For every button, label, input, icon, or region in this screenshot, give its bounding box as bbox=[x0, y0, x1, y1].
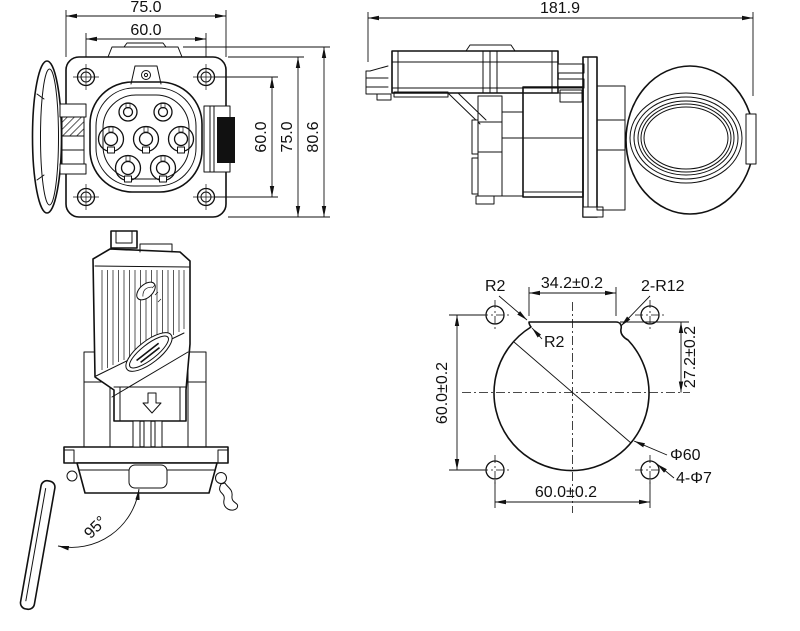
plug-open-view: 95° bbox=[19, 230, 239, 611]
rating-badge bbox=[125, 332, 173, 372]
dim-hole-pitch-height: 60.0 bbox=[253, 121, 270, 152]
top-housing bbox=[391, 44, 585, 103]
dim-corner-fillet: R2 bbox=[485, 278, 506, 295]
side-view: 181.9 bbox=[365, 0, 757, 218]
socket-barrel bbox=[596, 85, 626, 211]
screw-ear bbox=[130, 65, 162, 85]
front-dimensions: 75.0 60.0 60.0 75.0 80.6 bbox=[65, 0, 330, 218]
brand-logo bbox=[136, 281, 156, 301]
mounting-holes bbox=[73, 64, 219, 210]
dim-hole-pitch-vertical: 60.0±0.2 bbox=[434, 362, 451, 424]
elbow-bracket bbox=[447, 92, 503, 205]
dim-relief-radius: 2-R12 bbox=[641, 278, 685, 295]
centerlines bbox=[462, 302, 690, 513]
dim-mounting-holes: 4-Φ7 bbox=[676, 470, 712, 487]
lid-latch-tab bbox=[745, 113, 757, 165]
plug-handle bbox=[92, 230, 191, 448]
lanyard-hook bbox=[219, 482, 239, 511]
hinge-spring bbox=[59, 103, 87, 175]
dim-flat-width: 34.2±0.2 bbox=[541, 275, 603, 292]
latch-block bbox=[217, 117, 235, 163]
cable-entry bbox=[110, 230, 173, 253]
dim-hole-pitch-horizontal: 60.0±0.2 bbox=[535, 484, 597, 501]
side-latch bbox=[203, 105, 235, 173]
cutout-dimensions: 34.2±0.2 R2 2-R12 R2 27.2±0.2 60.0±0.2 6… bbox=[434, 275, 712, 508]
lid-disc-edge bbox=[31, 60, 63, 214]
grip-ribs bbox=[101, 270, 185, 370]
socket-rings bbox=[89, 81, 203, 193]
round-lid bbox=[625, 65, 757, 215]
angle-dimension: 95° bbox=[57, 488, 140, 551]
side-dimensions: 181.9 bbox=[367, 0, 754, 96]
cable-stub bbox=[365, 65, 449, 101]
open-lid bbox=[19, 479, 56, 611]
socket-base bbox=[63, 446, 239, 511]
dim-overall-height: 80.6 bbox=[305, 121, 322, 152]
cutout-profile bbox=[493, 321, 650, 472]
insert-arrow-icon bbox=[142, 392, 162, 414]
dim-hole-pitch-width: 60.0 bbox=[130, 22, 161, 39]
mounting-flange bbox=[582, 56, 604, 218]
main-body bbox=[501, 86, 584, 198]
contact-pins bbox=[97, 102, 195, 183]
dim-overall-length: 181.9 bbox=[540, 0, 580, 17]
dim-inner-fillet: R2 bbox=[544, 334, 565, 351]
front-view: 75.0 60.0 60.0 75.0 80.6 bbox=[31, 0, 330, 218]
dim-outer-width: 75.0 bbox=[130, 0, 161, 16]
diameter-line bbox=[513, 341, 632, 444]
panel-cutout-view: 34.2±0.2 R2 2-R12 R2 27.2±0.2 60.0±0.2 6… bbox=[434, 275, 712, 513]
clip-ring bbox=[215, 472, 227, 484]
dim-flat-to-center: 27.2±0.2 bbox=[682, 326, 699, 388]
top-tab bbox=[107, 42, 183, 58]
dim-body-height: 75.0 bbox=[279, 121, 296, 152]
hinge-pin bbox=[66, 470, 78, 482]
dim-cutout-diameter: Φ60 bbox=[670, 447, 701, 464]
